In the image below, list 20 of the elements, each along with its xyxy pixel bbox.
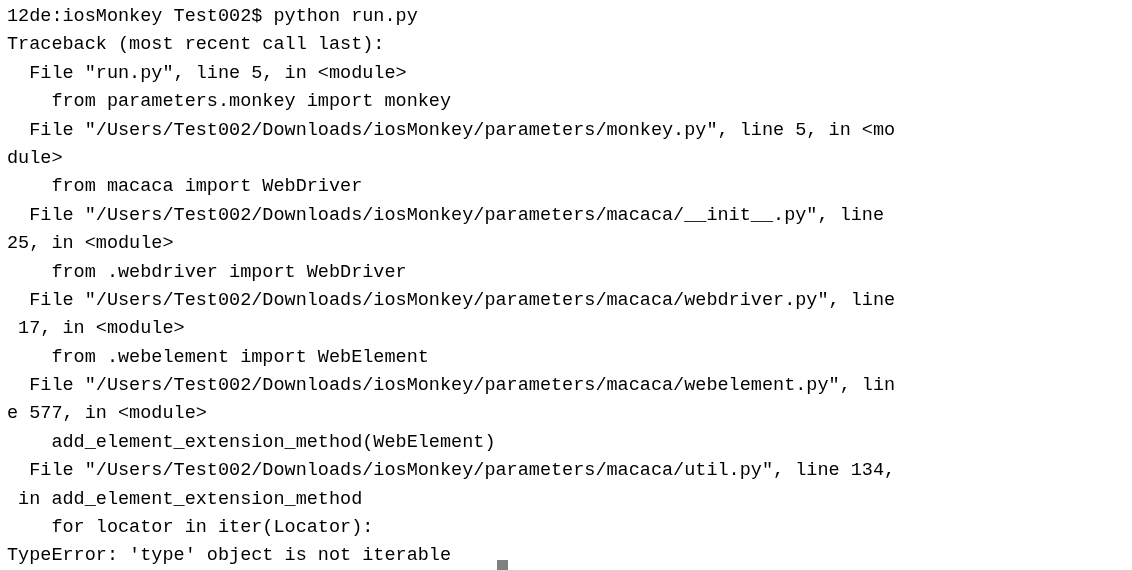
terminal-output-line: in add_element_extension_method bbox=[17, 487, 363, 512]
terminal-output-line: File "/Users/Test002/Downloads/iosMonkey/parameters/macaca/__init__.py", line bbox=[28, 203, 885, 228]
terminal-output-line: File "/Users/Test002/Downloads/iosMonkey/parameters/macaca/util.py", line 134, bbox=[28, 459, 896, 484]
terminal-output-line: from .webelement import WebElement bbox=[50, 345, 429, 370]
terminal-output-line: File "/Users/Test002/Downloads/iosMonkey/parameters/monkey.py", line 5, in <mo bbox=[28, 118, 896, 143]
terminal-output-line: add_element_extension_method(WebElement) bbox=[50, 430, 496, 455]
terminal-output-line: File "run.py", line 5, in <module> bbox=[28, 61, 407, 86]
terminal-output-line: e 577, in <module> bbox=[7, 402, 207, 427]
terminal-output-line: File "/Users/Test002/Downloads/iosMonkey/parameters/macaca/webelement.py", lin bbox=[28, 374, 896, 399]
terminal-output-line: for locator in iter(Locator): bbox=[50, 516, 374, 541]
terminal-output-line: 25, in <module> bbox=[7, 232, 174, 257]
terminal-output-line: Traceback (most recent call last): bbox=[7, 33, 385, 58]
terminal-output-line: 17, in <module> bbox=[17, 317, 185, 342]
terminal-output-line: from parameters.monkey import monkey bbox=[50, 90, 452, 115]
terminal-output-line: 12de:iosMonkey Test002$ python run.py bbox=[7, 5, 418, 29]
terminal-output-line: from .webdriver import WebDriver bbox=[50, 260, 407, 285]
terminal-output-line: dule> bbox=[7, 146, 63, 171]
terminal-output-line: File "/Users/Test002/Downloads/iosMonkey/parameters/macaca/webdriver.py", line bbox=[28, 288, 896, 313]
terminal-output-line: from macaca import WebDriver bbox=[50, 175, 363, 200]
terminal-output-line: TypeError: 'type' object is not iterable bbox=[7, 544, 452, 569]
